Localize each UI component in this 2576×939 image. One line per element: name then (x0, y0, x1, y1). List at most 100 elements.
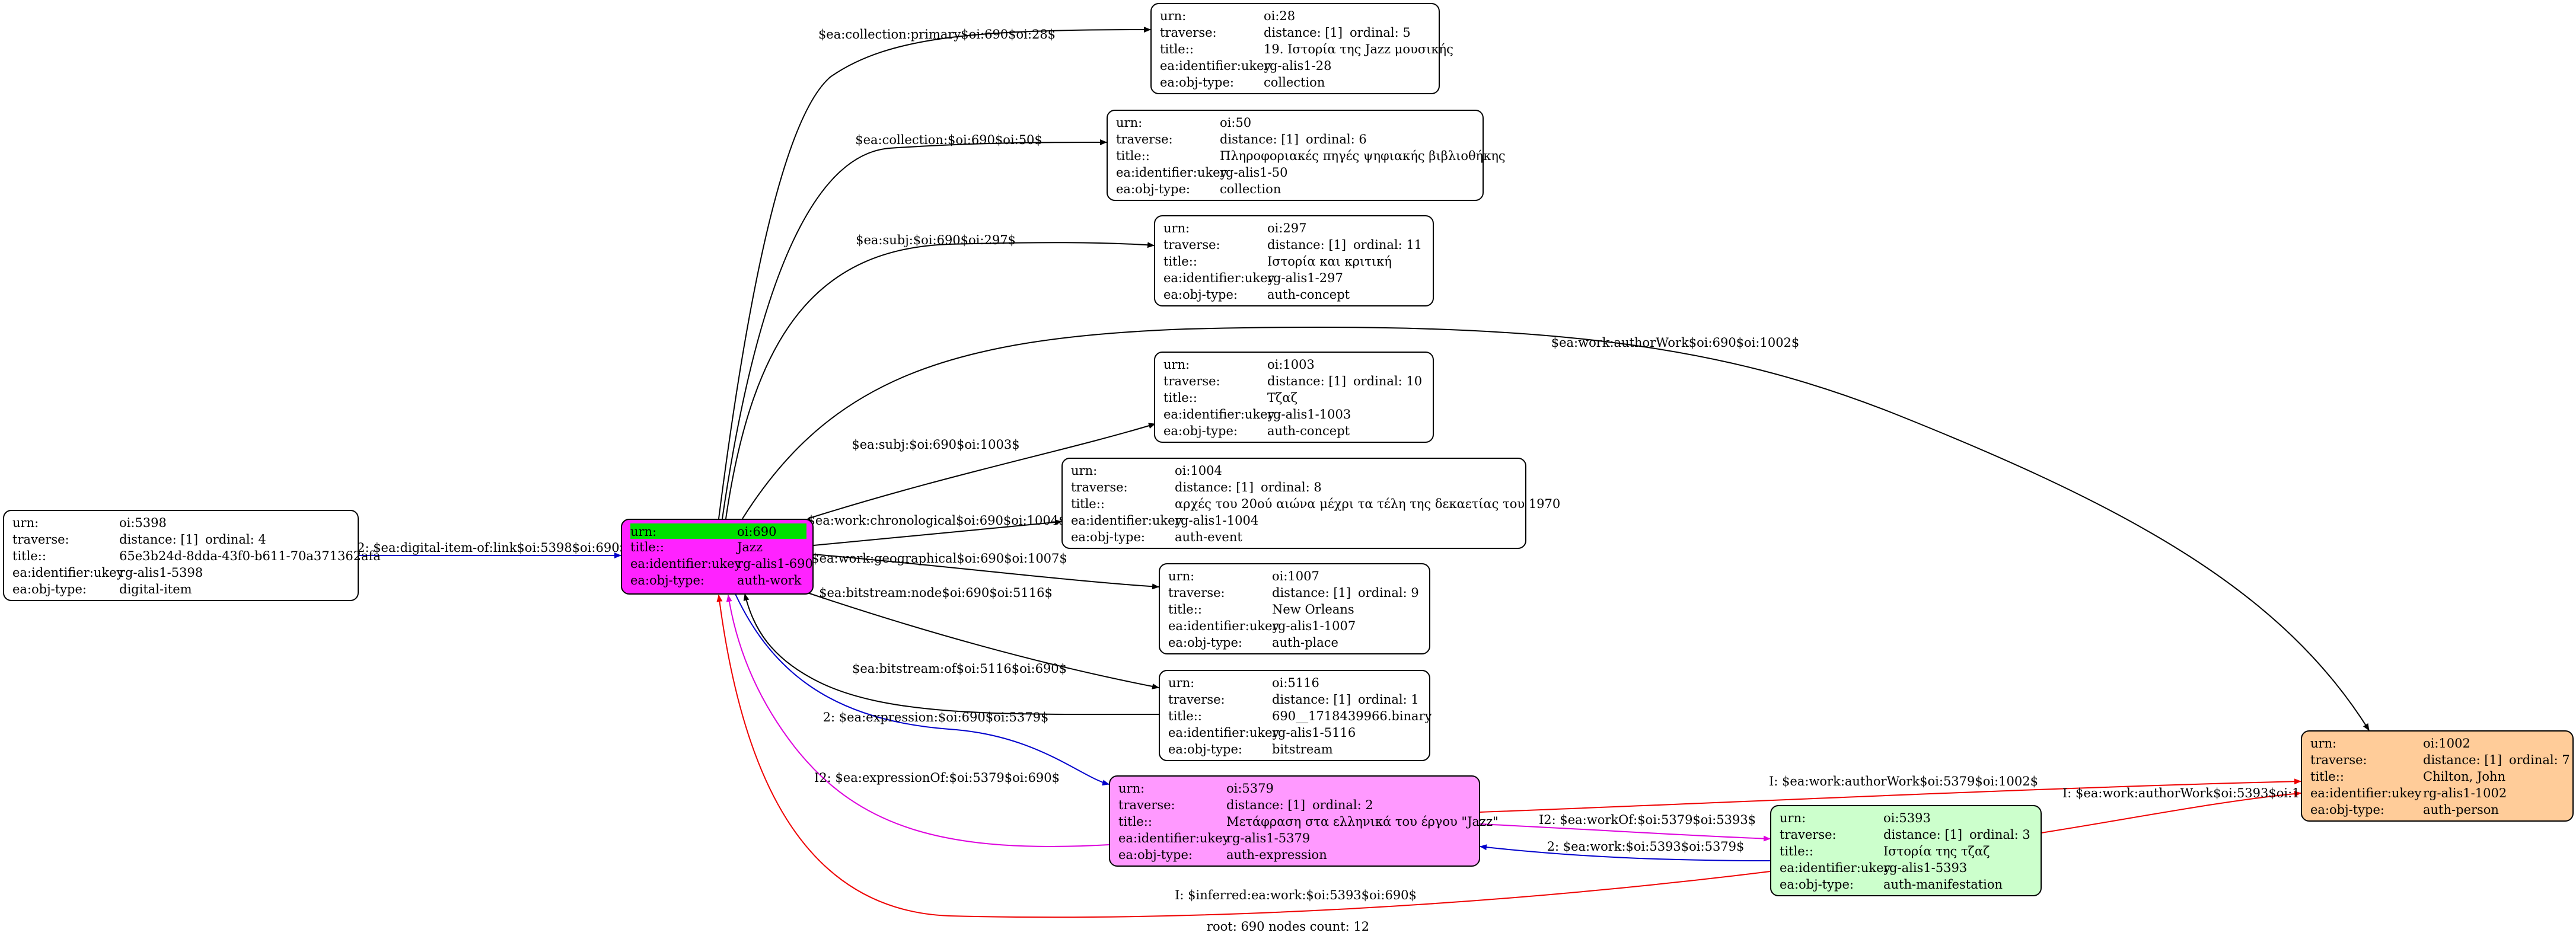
key-traverse: traverse: (1780, 828, 1837, 842)
node-oi-50[interactable]: urn:oi:50 traverse:distance: [1]ordinal:… (1107, 110, 1506, 201)
value-title: Μετάφραση στα ελληνικά του έργου "Jazz" (1226, 815, 1499, 829)
edge-e11 (735, 593, 1110, 786)
node-oi-5393[interactable]: urn:oi:5393 traverse:distance: [1]ordina… (1770, 805, 2042, 896)
edge-label-e17: I: $inferred:ea:work:$oi:5393$oi:690$ (1175, 888, 1417, 902)
value-objtype: auth-work (737, 573, 802, 587)
edge-label-e5: $ea:work:authorWork$oi:690$oi:1002$ (1551, 336, 1800, 350)
value-urn: oi:1002 (2423, 736, 2470, 750)
edge-e4 (725, 242, 1155, 519)
key-urn: urn: (1071, 464, 1098, 478)
key-ukey: ea:identifier:ukey (1160, 59, 1271, 73)
value-title: Chilton, John (2423, 769, 2506, 784)
key-urn: urn: (1118, 781, 1145, 796)
key-objtype: ea:obj-type: (2310, 803, 2384, 817)
value-objtype: bitstream (1272, 742, 1333, 756)
value-urn: oi:5398 (119, 516, 167, 530)
value-urn: oi:1003 (1267, 357, 1315, 372)
node-oi-5379[interactable]: urn:oi:5379 traverse:distance: [1]ordina… (1109, 775, 1499, 867)
node-oi-1002[interactable]: urn:oi:1002 traverse:distance: [1]ordina… (2301, 730, 2574, 822)
value-title: Τζαζ (1267, 391, 1297, 405)
key-title: title:: (1118, 815, 1152, 829)
key-ukey: ea:identifier:ukey (1168, 619, 1280, 633)
key-traverse: traverse: (1116, 132, 1173, 146)
key-title: title:: (1116, 149, 1150, 163)
value-title: Ιστορία και κριτική (1267, 254, 1392, 269)
edge-label-e10: $ea:bitstream:of$oi:5116$oi:690$ (852, 662, 1067, 676)
value-objtype: collection (1220, 182, 1281, 196)
value-urn: oi:5379 (1226, 781, 1274, 796)
value-objtype: auth-concept (1267, 424, 1350, 438)
value-distance: distance: [1] (1267, 374, 1347, 388)
edge-label-e13: I: $ea:work:authorWork$oi:5379$oi:1002$ (1769, 774, 2038, 788)
key-urn: urn: (12, 516, 39, 530)
edge-e8 (813, 554, 1159, 590)
key-ukey: ea:identifier:ukey (1116, 165, 1228, 180)
node-oi-5398[interactable]: urn:oi:5398 traverse:distance: [1]ordina… (3, 510, 381, 601)
key-title: title:: (12, 549, 46, 563)
edge-e2 (718, 27, 1151, 519)
value-title: New Orleans (1272, 602, 1354, 617)
key-traverse: traverse: (1163, 374, 1220, 388)
node-oi-690-root[interactable]: urn:oi:690 title::Jazz ea:identifier:uke… (621, 519, 814, 595)
value-title: 19. Ιστορία της Jazz μουσικής (1264, 42, 1453, 56)
edge-label-e4: $ea:subj:$oi:690$oi:297$ (856, 233, 1016, 247)
node-oi-1007[interactable]: urn:oi:1007 traverse:distance: [1]ordina… (1159, 563, 1430, 654)
key-traverse: traverse: (1163, 238, 1220, 252)
value-urn: oi:297 (1267, 221, 1307, 235)
key-urn: urn: (1168, 676, 1195, 690)
key-ukey: ea:identifier:ukey (2310, 786, 2422, 800)
value-objtype: auth-person (2423, 803, 2499, 817)
key-title: title:: (1163, 254, 1197, 269)
edge-e6 (807, 423, 1156, 519)
key-urn: urn: (1163, 357, 1190, 372)
edge-label-e15: 2: $ea:work:$oi:5393$oi:5379$ (1547, 839, 1745, 854)
key-objtype: ea:obj-type: (1168, 635, 1242, 650)
node-oi-1004[interactable]: urn:oi:1004 traverse:distance: [1]ordina… (1061, 458, 1560, 549)
edge-label-e11: 2: $ea:expression:$oi:690$oi:5379$ (822, 710, 1049, 724)
key-objtype: ea:obj-type: (1116, 182, 1190, 196)
key-objtype: ea:obj-type: (1163, 424, 1238, 438)
key-objtype: ea:obj-type: (12, 582, 87, 596)
edge-e5 (742, 326, 2370, 731)
key-title: title:: (1780, 844, 1813, 858)
value-ukey: rg-alis1-50 (1220, 165, 1288, 180)
key-objtype: ea:obj-type: (1168, 742, 1242, 756)
value-title: Ιστορία της τζαζ (1883, 844, 1990, 858)
value-ordinal: ordinal: 5 (1350, 25, 1411, 40)
value-title: αρχές του 20ού αιώνα μέχρι τα τέλη της δ… (1175, 497, 1561, 511)
value-ukey: rg-alis1-297 (1267, 271, 1343, 285)
key-traverse: traverse: (1118, 798, 1175, 812)
value-ordinal: ordinal: 11 (1353, 238, 1423, 252)
key-ukey: ea:identifier:ukey (1163, 407, 1275, 421)
key-traverse: traverse: (1160, 25, 1217, 40)
node-oi-297[interactable]: urn: oi:297 traverse: distance: [1] ordinal… (1154, 215, 1434, 306)
edge-label-e8: $ea:work:geographical$oi:690$oi:1007$ (811, 551, 1067, 566)
node-oi-28[interactable]: urn:oi:28 traverse:distance: [1]ordinal:… (1150, 3, 1453, 94)
key-ukey: ea:identifier:ukey (12, 566, 124, 580)
value-distance: distance: [1] (1272, 586, 1351, 600)
key-title: title:: (2310, 769, 2344, 784)
value-ukey: rg-alis1-1003 (1267, 407, 1351, 421)
value-ukey: rg-alis1-5393 (1883, 861, 1968, 875)
value-urn: oi:5116 (1272, 676, 1319, 690)
value-objtype: auth-manifestation (1883, 877, 2003, 892)
value-ordinal: ordinal: 4 (205, 532, 266, 547)
key-urn: urn: (1160, 9, 1187, 23)
value-urn: oi:50 (1220, 116, 1252, 130)
key-urn: urn: (1163, 221, 1190, 235)
key-ukey: ea:identifier:ukey (1163, 271, 1275, 285)
value-ordinal: ordinal: 9 (1358, 586, 1419, 600)
key-title: title:: (1168, 602, 1202, 617)
value-ukey: rg-alis1-5116 (1272, 726, 1356, 740)
key-urn: urn: (1168, 569, 1195, 583)
value-objtype: auth-place (1272, 635, 1338, 650)
value-distance: distance: [1] (1267, 238, 1347, 252)
value-objtype: auth-event (1175, 530, 1242, 544)
value-distance: distance: [1] (1175, 480, 1254, 494)
edge-e10 (743, 593, 1159, 716)
node-oi-1003[interactable]: urn:oi:1003 traverse:distance: [1]ordina… (1154, 352, 1434, 443)
value-ordinal: ordinal: 1 (1358, 692, 1419, 707)
node-oi-5116[interactable]: urn:oi:5116 traverse:distance: [1]ordina… (1159, 670, 1432, 761)
value-title: 65e3b24d-8dda-43f0-b611-70a371362afa (119, 549, 381, 563)
key-objtype: ea:obj-type: (630, 573, 704, 587)
